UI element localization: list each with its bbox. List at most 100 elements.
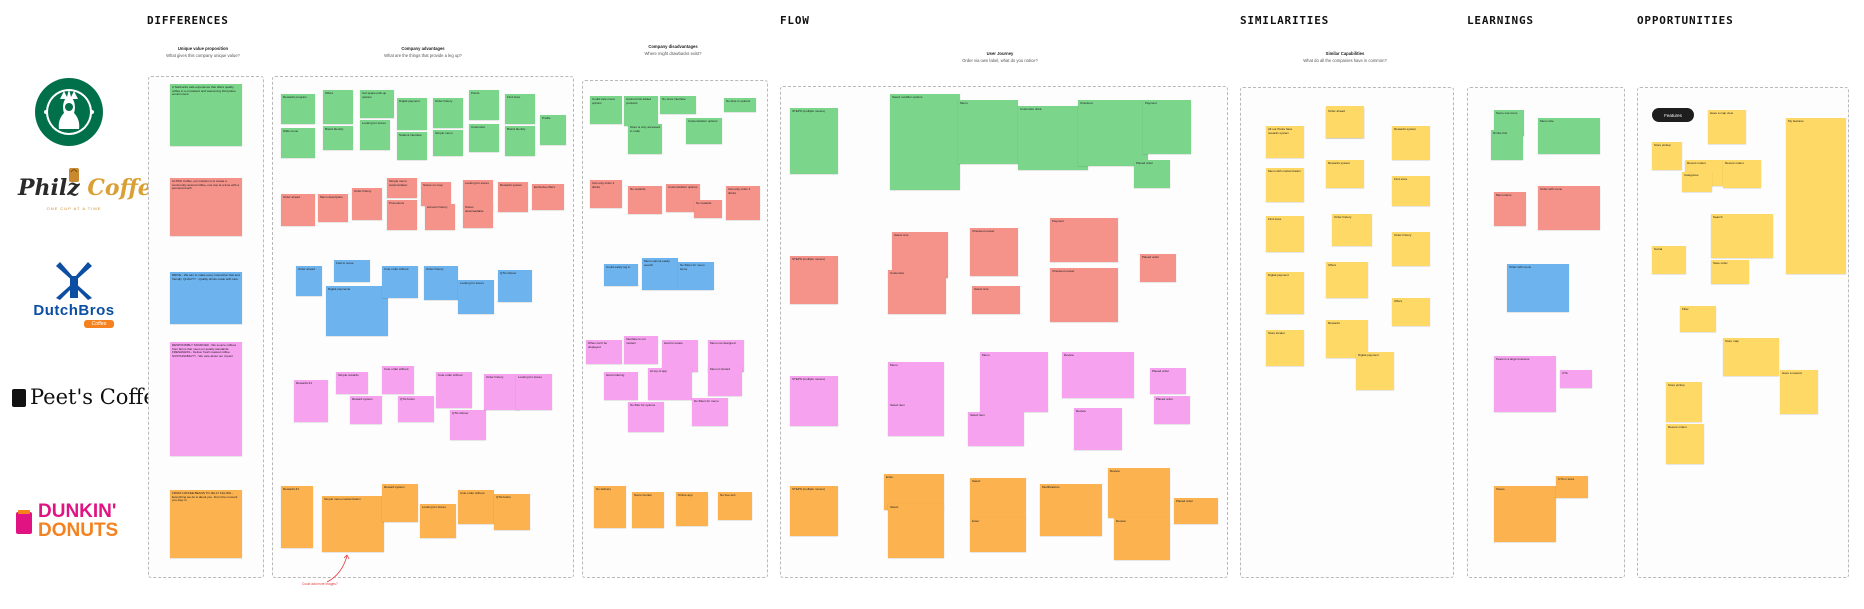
adv-note[interactable]: Digital payment (397, 98, 427, 130)
opp-note[interactable]: Store map (1723, 338, 1779, 376)
sim-note[interactable]: Order ahead (1326, 108, 1364, 138)
flow-note[interactable]: Review (1062, 352, 1134, 398)
flow-note[interactable]: STEPS (multiple menus) (790, 256, 838, 304)
opp-note[interactable]: Categories (1682, 172, 1712, 192)
opp-note[interactable]: Search (1711, 214, 1773, 258)
adv-note[interactable]: Menu description (318, 194, 348, 222)
adv-note[interactable]: Cute order without (436, 372, 472, 408)
opp-note[interactable]: Store pickup (1652, 142, 1682, 170)
flow-note[interactable]: Review (1114, 518, 1170, 560)
adv-note[interactable]: Simple menu (433, 130, 463, 156)
flow-note[interactable]: Review (1074, 408, 1122, 450)
flow-note[interactable]: Customize (888, 270, 946, 314)
learning-note[interactable]: Drinks first (1491, 130, 1523, 160)
sim-note[interactable]: Offers (1326, 262, 1368, 298)
dis-note[interactable]: Customization options (686, 118, 722, 144)
flow-note[interactable]: Checkout review (970, 228, 1018, 276)
flow-note[interactable]: Select item (888, 402, 944, 436)
learning-note[interactable]: Menu size (1538, 118, 1600, 154)
sim-note[interactable]: Store locator (1266, 330, 1304, 366)
dis-note[interactable]: Cannot limit added products (624, 96, 658, 126)
opp-note[interactable]: My features (1786, 118, 1846, 274)
sim-note[interactable]: Rewards system (1326, 160, 1364, 188)
flow-note[interactable]: Payment (1143, 100, 1191, 154)
dis-note[interactable]: Menu is limited (708, 366, 742, 396)
learning-note[interactable]: Stores (1494, 486, 1556, 542)
learning-note[interactable]: CTA in store (1556, 476, 1588, 498)
adv-note[interactable]: Order history (433, 98, 463, 128)
flow-note[interactable]: STEPS (multiple menus) (790, 108, 838, 174)
adv-note[interactable]: Reward system (382, 484, 418, 522)
adv-note[interactable]: Rewards #1 (294, 380, 328, 422)
sim-note[interactable]: Order history (1392, 232, 1430, 266)
dis-note[interactable]: No free text (718, 492, 752, 520)
dis-note[interactable]: Could view menu options (590, 96, 622, 124)
adv-note[interactable]: Cute order without (458, 490, 494, 524)
uvp-note-philz[interactable]: At Philz Coffee, our mission is to creat… (170, 178, 242, 236)
learning-note[interactable]: Order with menu (1538, 186, 1600, 230)
dis-note[interactable]: Hard to locate (662, 340, 698, 372)
flow-note[interactable]: Select modifier options (890, 94, 960, 190)
dis-note[interactable]: No delivery (594, 486, 626, 528)
adv-note[interactable]: Looking for stores (360, 120, 390, 150)
flow-note[interactable]: Placed order (1154, 396, 1190, 424)
uvp-note-starbucks[interactable]: A Starbucks cafe experience that offers … (170, 84, 242, 146)
dis-note[interactable]: Online app (676, 492, 708, 526)
dis-note[interactable]: Hard ordering (604, 372, 638, 400)
adv-note[interactable]: Order ahead (296, 266, 322, 296)
uvp-note-dunkin[interactable]: FROM COFFEE BEANS TO JELLY FILLING - Eve… (170, 490, 242, 558)
dis-note[interactable]: No dine-in options (724, 98, 756, 112)
adv-note[interactable]: Order ahead (281, 194, 315, 226)
dis-note[interactable]: Menu cannot easily search (642, 258, 678, 290)
sim-note[interactable]: Rewards system (1392, 126, 1430, 160)
learning-note[interactable]: Order with menu (1507, 264, 1569, 312)
adv-note[interactable]: QTA rollover (450, 410, 486, 440)
sim-note[interactable]: Order history (1332, 214, 1372, 246)
adv-note[interactable]: Looking for stores (516, 374, 552, 410)
adv-note[interactable]: Cute order without (382, 366, 414, 394)
sim-note[interactable]: Find store (1266, 216, 1304, 252)
adv-note[interactable]: Find store (505, 94, 535, 124)
adv-note[interactable]: Stores on map (421, 182, 451, 206)
adv-note[interactable]: Order history (352, 188, 382, 220)
adv-note[interactable]: QTA button (398, 396, 434, 422)
sim-note[interactable]: All our Perks have rewards system (1266, 126, 1304, 158)
dis-note[interactable]: No store interface (660, 96, 696, 114)
flow-note[interactable]: Placed order (1174, 498, 1218, 524)
flow-note[interactable]: Modifications (1040, 484, 1102, 536)
flow-note[interactable]: STEPS (multiple menus) (790, 376, 838, 426)
sim-note[interactable]: Find store (1392, 176, 1430, 206)
flow-note[interactable]: Review (1108, 468, 1170, 518)
flow-note[interactable]: Select (888, 504, 944, 558)
sim-note[interactable]: Digital payment (1266, 272, 1304, 314)
flow-note[interactable]: Customize drink (1018, 106, 1088, 170)
adv-note[interactable]: Looking for stores (458, 280, 494, 314)
adv-note[interactable]: Student interface (397, 132, 427, 160)
opp-note[interactable]: Recent orders (1723, 160, 1761, 188)
uvp-note-peets[interactable]: RESPONSIBLY SOURCED - We source coffees … (170, 342, 242, 456)
dis-note[interactable]: At top of app (648, 368, 692, 400)
dis-note[interactable]: Can only order 4 drinks (726, 186, 760, 220)
adv-note[interactable]: Digital payments (326, 286, 388, 336)
flow-note[interactable]: Enter (970, 518, 1026, 552)
opp-note[interactable]: Social (1652, 246, 1686, 274)
learning-note[interactable]: CTA (1560, 370, 1592, 388)
opp-note[interactable]: Store pickup (1666, 382, 1702, 422)
dis-note[interactable]: No rewards (694, 200, 722, 218)
dis-note[interactable]: No filter for options (628, 402, 664, 432)
dis-note[interactable]: When can't be displayed (586, 340, 622, 364)
adv-note[interactable]: Cute order without (382, 266, 418, 298)
features-pill-button[interactable]: Features (1652, 108, 1694, 122)
learning-note[interactable]: Peets is a large business (1494, 356, 1556, 412)
opp-note[interactable]: Have a reward (1780, 370, 1818, 414)
adv-note[interactable]: Wide menu (281, 128, 315, 158)
opp-note[interactable]: Recent orders (1666, 424, 1704, 464)
adv-note[interactable]: Stores downloadable (463, 204, 493, 228)
flow-note[interactable]: Menu (980, 352, 1048, 412)
adv-note[interactable]: Customize (469, 124, 499, 152)
learning-note[interactable]: Menu items (1494, 192, 1526, 226)
adv-note[interactable]: Looking for stores (420, 504, 456, 538)
adv-note[interactable]: Offers (323, 90, 353, 124)
adv-note[interactable]: Exclusive offers (532, 184, 564, 210)
flow-note[interactable]: Select (970, 478, 1026, 520)
